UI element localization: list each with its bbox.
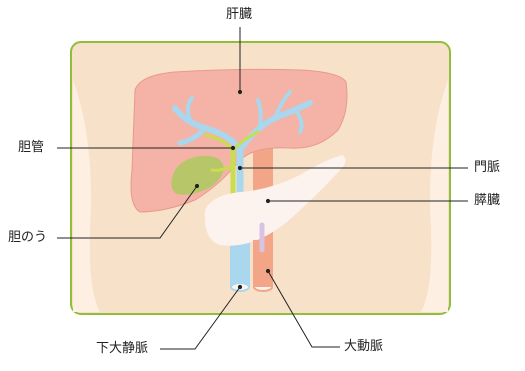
leader-liver-dot [238, 90, 241, 93]
aorta-label: 大動脈 [344, 339, 383, 355]
gallbladder-label: 胆のう [8, 230, 47, 246]
liver-label: 肝臓 [226, 7, 252, 23]
leader-gallbladder-dot [195, 184, 198, 187]
bile-duct-label: 胆管 [18, 140, 44, 156]
leader-aorta-dot [266, 269, 269, 272]
leader-bile-duct-dot [231, 146, 234, 149]
leader-portal-vein-dot [238, 166, 241, 169]
ivc-label: 下大静脈 [96, 341, 148, 357]
leader-ivc-dot [238, 285, 241, 288]
leader-pancreas-dot [266, 199, 269, 202]
portal-vein-label: 門脈 [474, 160, 500, 176]
pancreas-label: 膵臓 [474, 193, 500, 209]
